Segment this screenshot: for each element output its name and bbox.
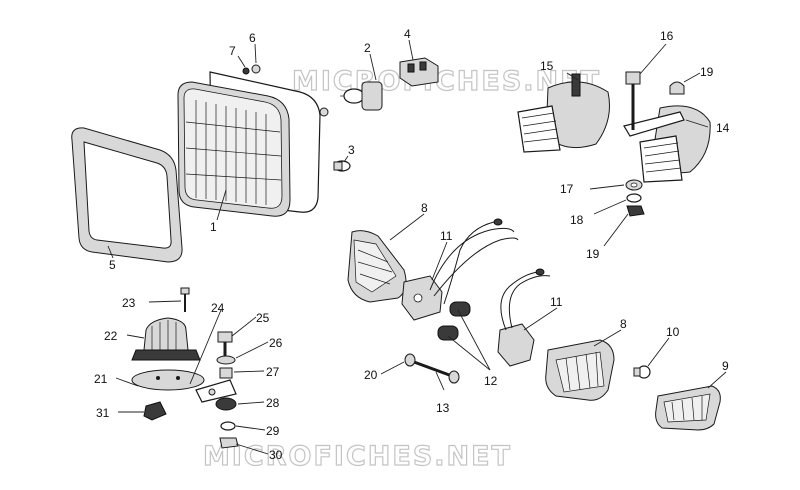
turn-signal-right xyxy=(545,339,615,401)
label-part-7: 7 xyxy=(229,44,236,58)
label-part-25: 25 xyxy=(256,311,270,325)
horn-bolt xyxy=(625,71,641,130)
label-part-8-lower: 8 xyxy=(620,317,627,331)
label-part-11-upper: 11 xyxy=(440,229,453,243)
part-labels: 1 2 4 3 5 6 7 8 8 9 10 11 11 12 13 14 15… xyxy=(94,27,730,462)
label-part-4: 4 xyxy=(404,27,411,41)
label-part-26: 26 xyxy=(269,336,283,350)
turn-signal-left-mount xyxy=(401,275,443,321)
bracket-grommet xyxy=(215,397,237,411)
horn-right xyxy=(623,105,711,183)
label-part-2: 2 xyxy=(364,41,371,55)
bracket-lock-washer xyxy=(220,421,236,431)
license-plate-light xyxy=(655,385,721,431)
indicator-screw xyxy=(180,287,190,312)
bulb-connector xyxy=(399,57,439,87)
turn-signal-right-mount xyxy=(497,323,535,367)
label-part-12: 12 xyxy=(484,374,498,388)
label-part-1: 1 xyxy=(210,220,217,234)
label-part-29: 29 xyxy=(266,424,280,438)
label-part-21: 21 xyxy=(94,372,108,386)
label-part-31: 31 xyxy=(96,406,110,420)
turn-signal-left-wires xyxy=(429,218,519,305)
horn-left xyxy=(517,73,610,153)
bracket-nut xyxy=(219,437,239,449)
horn-washer xyxy=(625,179,643,191)
label-part-27: 27 xyxy=(266,365,280,379)
label-part-17: 17 xyxy=(560,182,574,196)
signal-washer xyxy=(404,353,416,367)
bracket-washer xyxy=(216,355,236,365)
label-part-6: 6 xyxy=(249,31,256,45)
bracket-spacer xyxy=(219,367,233,379)
label-part-11-lower: 11 xyxy=(550,295,563,309)
horn-lock-washer xyxy=(626,193,642,203)
label-part-3: 3 xyxy=(348,143,355,157)
watermark-bottom: MICROFICHES.NET xyxy=(203,441,512,472)
label-part-14: 14 xyxy=(716,121,730,135)
indicator-socket xyxy=(143,401,167,421)
rubber-spacer-lower xyxy=(437,325,459,341)
turn-signal-left xyxy=(347,230,407,303)
label-part-9: 9 xyxy=(722,359,729,373)
label-part-23: 23 xyxy=(122,296,136,310)
label-part-30: 30 xyxy=(269,448,283,462)
indicator-bracket xyxy=(195,379,237,403)
headlight-unit xyxy=(177,64,329,217)
indicator-base-plate xyxy=(131,369,205,391)
label-part-22: 22 xyxy=(104,329,118,343)
turn-signal-right-wires xyxy=(500,268,551,331)
bracket-bolt xyxy=(217,331,233,356)
leader-lines xyxy=(107,39,727,455)
label-part-19-top: 19 xyxy=(700,65,714,79)
label-part-15: 15 xyxy=(540,59,554,73)
headlight-gasket xyxy=(71,127,183,263)
label-part-5: 5 xyxy=(109,258,116,272)
label-part-18: 18 xyxy=(570,213,584,227)
horn-nut xyxy=(626,205,645,217)
label-part-10: 10 xyxy=(666,325,680,339)
label-part-13: 13 xyxy=(436,401,450,415)
plate-light-bulb xyxy=(633,365,651,379)
label-part-20: 20 xyxy=(364,368,378,382)
signal-screw xyxy=(413,360,460,384)
label-part-19-bottom: 19 xyxy=(586,247,600,261)
label-part-8-upper: 8 xyxy=(421,201,428,215)
headlight-bulb xyxy=(340,81,383,111)
label-part-28: 28 xyxy=(266,396,280,410)
label-part-16: 16 xyxy=(660,29,674,43)
indicator-lens xyxy=(131,317,201,361)
parking-bulb xyxy=(333,160,351,172)
label-part-24: 24 xyxy=(211,301,225,315)
rubber-spacer-upper xyxy=(449,301,471,317)
horn-cap-nut-top xyxy=(669,81,685,95)
